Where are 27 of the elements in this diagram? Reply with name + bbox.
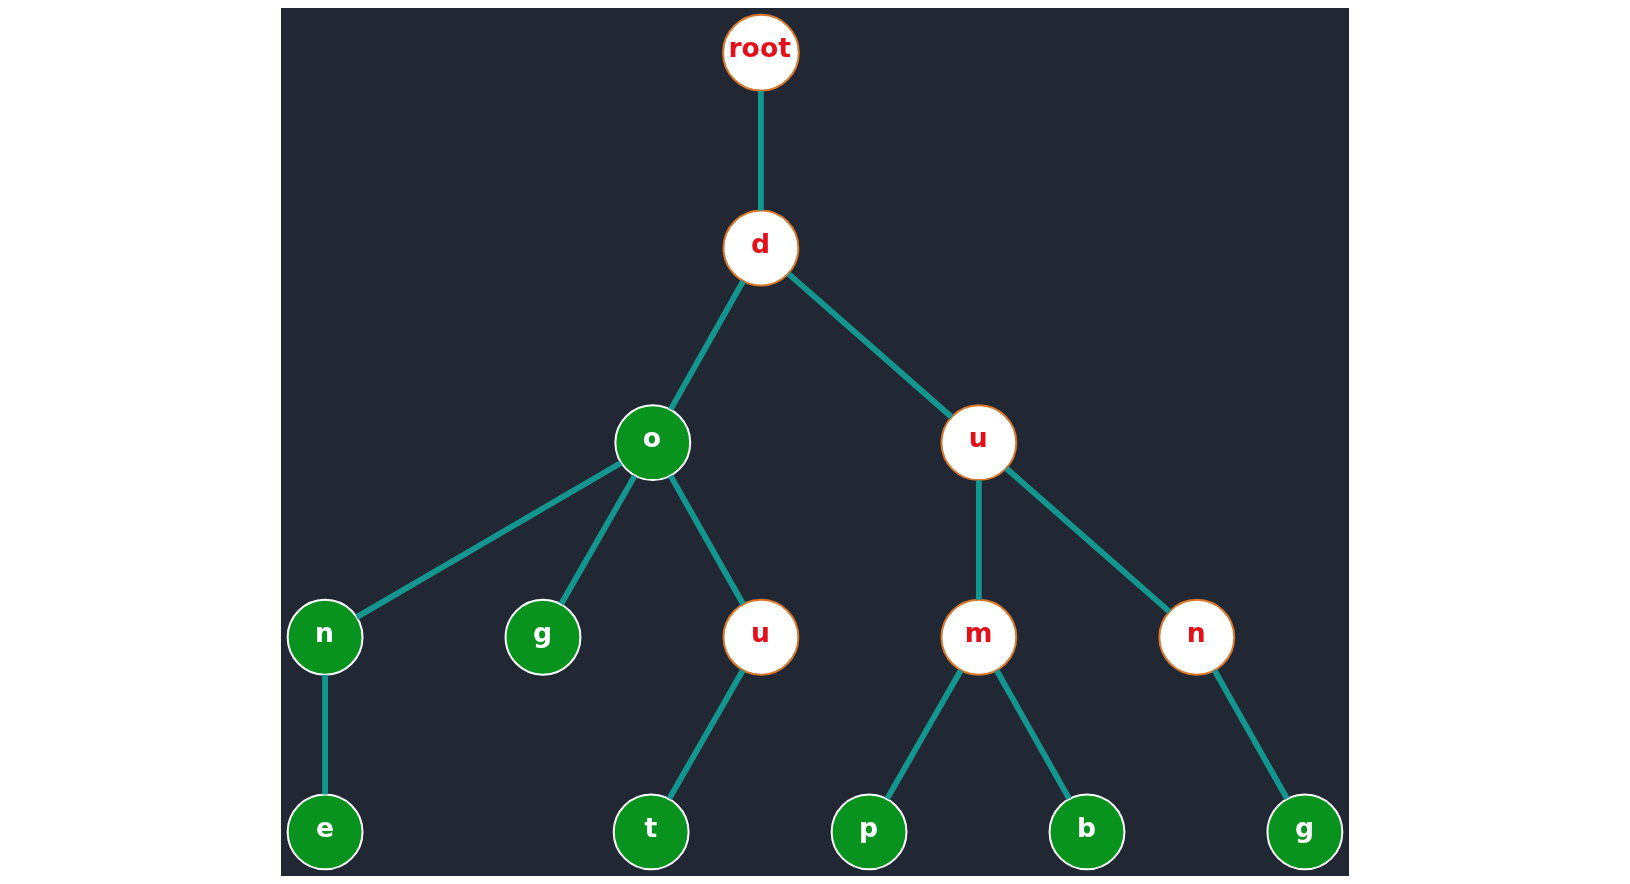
connector [558, 474, 638, 606]
node-circle: u [940, 404, 1018, 482]
node-circle: m [940, 598, 1018, 676]
connector [758, 90, 764, 211]
connector [975, 480, 982, 600]
connector [1212, 669, 1290, 801]
node-circle: n [1158, 598, 1236, 676]
node-circle: d [722, 209, 800, 287]
connector [666, 669, 746, 801]
node-circle: p [830, 793, 908, 871]
connector [786, 271, 954, 420]
node-circle: g [504, 598, 582, 676]
node-circle: u [722, 598, 800, 676]
node-circle: b [1048, 793, 1126, 871]
node-circle: e [286, 793, 364, 871]
node-circle: g [1266, 793, 1344, 871]
connector [1004, 466, 1172, 614]
connector [355, 460, 623, 620]
connector [884, 669, 964, 801]
node-circle: n [286, 598, 364, 676]
connector [668, 279, 746, 411]
node-circle: o [614, 404, 692, 482]
node-circle: t [612, 793, 690, 871]
connector [994, 669, 1072, 801]
connector [322, 674, 328, 795]
node-circle: root [722, 13, 800, 92]
connector [668, 474, 746, 606]
